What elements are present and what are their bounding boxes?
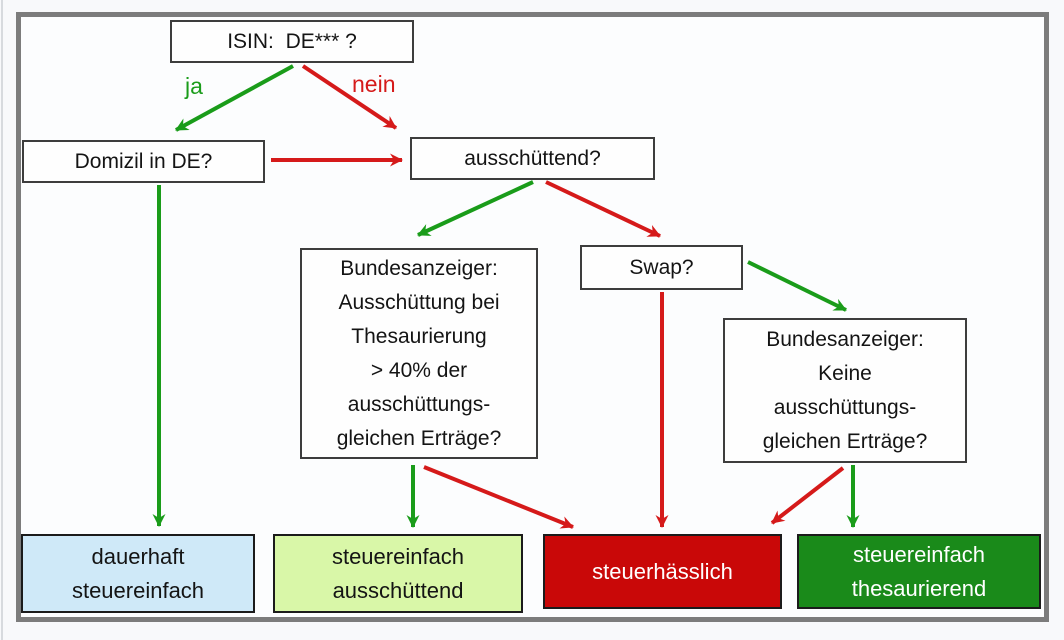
ba-left-line-5: ausschüttungs- [347,392,491,416]
ba-left-line-3: Thesaurierung [351,324,487,348]
edge-label-nein: nein [352,71,396,97]
decision-node-bundesanzeiger-keine: Bundesanzeiger: Keine ausschüttungs- gle… [723,318,967,463]
decision-node-ausschuettend: ausschüttend? [410,137,655,180]
ba-right-line-4: gleichen Erträge? [762,429,928,453]
decision-node-swap: Swap? [580,245,743,290]
page-left-edge-line [1,0,3,640]
ba-left-line-6: gleichen Erträge? [336,426,502,450]
result-node-steuereinfach-ausschuettend: steuereinfach ausschüttend [273,534,523,613]
result-ausschuettend-line-2: ausschüttend [332,577,464,603]
ba-left-line-4: > 40% der [370,358,468,382]
result-dauerhaft-line-1: dauerhaft [91,543,185,569]
decision-node-domizil: Domizil in DE? [22,140,265,183]
result-steuerhaesslich-label: steuerhässlich [592,558,733,584]
ba-right-line-3: ausschüttungs- [773,395,917,419]
result-dauerhaft-line-2: steuereinfach [71,577,205,603]
result-thesaurierend-line-2: thesaurierend [851,575,987,601]
decision-node-isin-label: ISIN: DE*** ? [227,29,357,53]
decision-node-ausschuettend-label: ausschüttend? [464,146,601,170]
edge-label-ja: ja [185,73,203,99]
result-ausschuettend-line-1: steuereinfach [331,543,465,569]
result-node-dauerhaft-steuereinfach: dauerhaft steuereinfach [21,534,255,613]
result-node-steuerhaesslich: steuerhässlich [543,534,782,609]
decision-node-domizil-label: Domizil in DE? [74,149,213,173]
ba-left-line-1: Bundesanzeiger: [340,256,498,280]
ba-right-line-1: Bundesanzeiger: [766,327,924,351]
decision-node-bundesanzeiger-thesaurierung: Bundesanzeiger: Ausschüttung bei Thesaur… [300,248,538,459]
decision-node-isin: ISIN: DE*** ? [170,20,414,63]
ba-left-line-2: Ausschüttung bei [338,290,500,314]
decision-node-swap-label: Swap? [629,255,694,279]
ba-right-line-2: Keine [818,361,872,385]
result-node-steuereinfach-thesaurierend: steuereinfach thesaurierend [797,534,1041,609]
result-thesaurierend-line-1: steuereinfach [852,541,986,567]
